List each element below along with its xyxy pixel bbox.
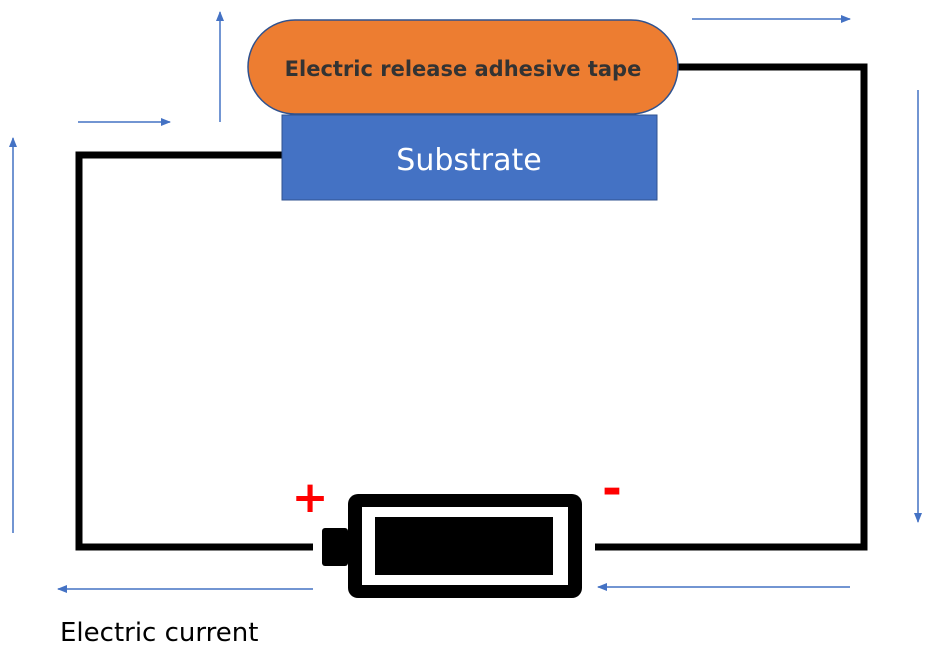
adhesive-tape: [247, 19, 679, 115]
substrate-label: Substrate: [396, 143, 541, 178]
negative-terminal-label: -: [602, 461, 622, 517]
battery: [322, 494, 582, 598]
wire-left: [75, 151, 313, 551]
wire-right: [595, 63, 868, 551]
battery-charge-fill: [375, 517, 553, 575]
tape-label: Electric release adhesive tape: [285, 57, 642, 81]
substrate-block: [281, 114, 658, 201]
battery-cap: [322, 528, 348, 566]
electric-current-caption: Electric current: [60, 618, 258, 648]
positive-terminal-label: +: [292, 472, 329, 523]
